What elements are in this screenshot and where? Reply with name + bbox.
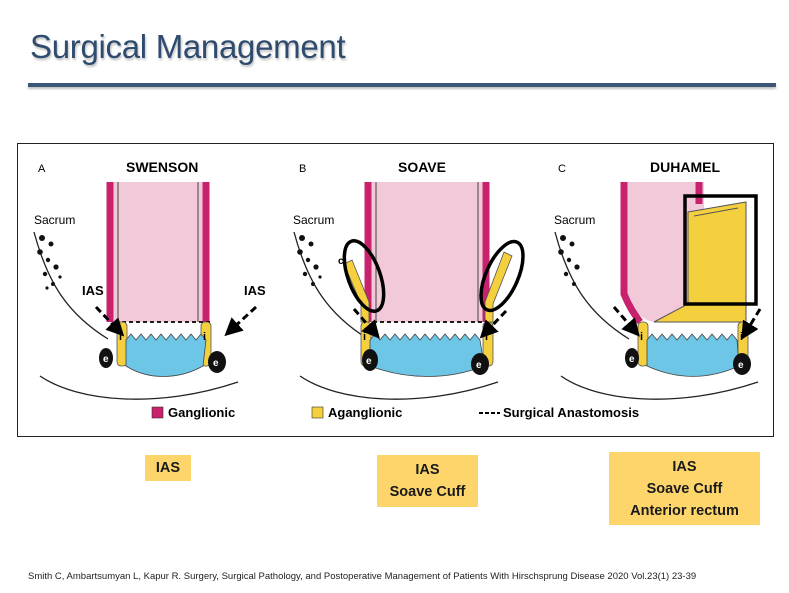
procedure-diagram: A SWENSON Sacrum [33, 159, 762, 420]
panel-letter: C [558, 163, 566, 175]
ias-label: IAS [244, 283, 266, 298]
ias-label: IAS [82, 283, 104, 298]
legend-ganglionic: Ganglionic [168, 405, 235, 420]
anal-mucosa [369, 333, 485, 377]
box-line: IAS [672, 458, 697, 475]
sacrum-label: Sacrum [293, 213, 334, 227]
sacrum-outline [33, 231, 109, 340]
panel-letter: B [299, 163, 306, 175]
sacrum-bones [297, 235, 322, 286]
ias-arrow [479, 309, 508, 339]
sacrum-label: Sacrum [554, 213, 595, 227]
panel-duhamel: C DUHAMEL Sacrum i i e e [554, 159, 762, 400]
marker-e: e [213, 358, 219, 369]
marker-e: e [476, 360, 482, 371]
citation: Smith C, Ambartsumyan L, Kapur R. Surger… [28, 571, 697, 582]
box-line: IAS [155, 460, 181, 476]
soave-preserved-box: IAS Soave Cuff [377, 455, 478, 507]
sacrum-label: Sacrum [34, 213, 75, 227]
box-line: Soave Cuff [389, 484, 466, 500]
ias-arrow [741, 308, 762, 340]
sacrum-bones [37, 235, 62, 290]
anal-mucosa [125, 333, 207, 377]
marker-i: i [203, 331, 206, 343]
box-line: Soave Cuff [646, 480, 723, 497]
aganglionic-segment [116, 321, 128, 367]
ias-arrow [352, 308, 380, 339]
panel-soave: B SOAVE Sacrum c i i [293, 159, 639, 420]
anal-mucosa [646, 333, 740, 377]
panel-letter: A [38, 163, 46, 175]
panel-name: SWENSON [126, 159, 198, 175]
ias-arrow [224, 305, 258, 337]
slide-title: Surgical Management [30, 28, 346, 65]
panel-name: DUHAMEL [650, 159, 720, 175]
legend-anastomosis: Surgical Anastomosis [503, 405, 639, 420]
box-line: IAS [415, 462, 440, 478]
external-sphincter [208, 351, 226, 373]
marker-e: e [738, 360, 744, 371]
sacrum-bones [558, 235, 580, 286]
ias-arrow [612, 306, 640, 337]
marker-c: c [338, 256, 344, 267]
legend-aganglionic-swatch [311, 406, 324, 419]
swenson-preserved-box: IAS [145, 455, 191, 481]
colon-lumen [110, 182, 206, 322]
duhamel-preserved-box: IAS Soave Cuff Anterior rectum [609, 452, 760, 525]
procedure-figure: A SWENSON Sacrum [17, 143, 774, 437]
marker-i: i [740, 331, 743, 343]
marker-i: i [363, 331, 366, 343]
marker-e: e [629, 354, 635, 365]
marker-i: i [485, 331, 488, 343]
marker-i: i [640, 331, 643, 343]
rectum-highlight-box [683, 194, 758, 306]
legend-aganglionic: Aganglionic [328, 405, 402, 420]
cuff-highlight-circle [342, 239, 386, 313]
aganglionic-rectum [653, 201, 747, 323]
external-sphincter [99, 348, 113, 368]
box-line: Anterior rectum [630, 502, 739, 519]
marker-e: e [366, 356, 372, 367]
pelvic-floor [39, 375, 239, 400]
title-divider [28, 83, 776, 87]
marker-e: e [103, 354, 109, 365]
panel-name: SOAVE [398, 159, 446, 175]
marker-i: i [119, 331, 122, 343]
panel-swenson: A SWENSON Sacrum [33, 159, 266, 420]
cuff-highlight-circle [479, 239, 525, 313]
legend-ganglionic-swatch [151, 406, 164, 419]
colon-lumen [368, 182, 486, 322]
ias-arrow [94, 305, 125, 337]
